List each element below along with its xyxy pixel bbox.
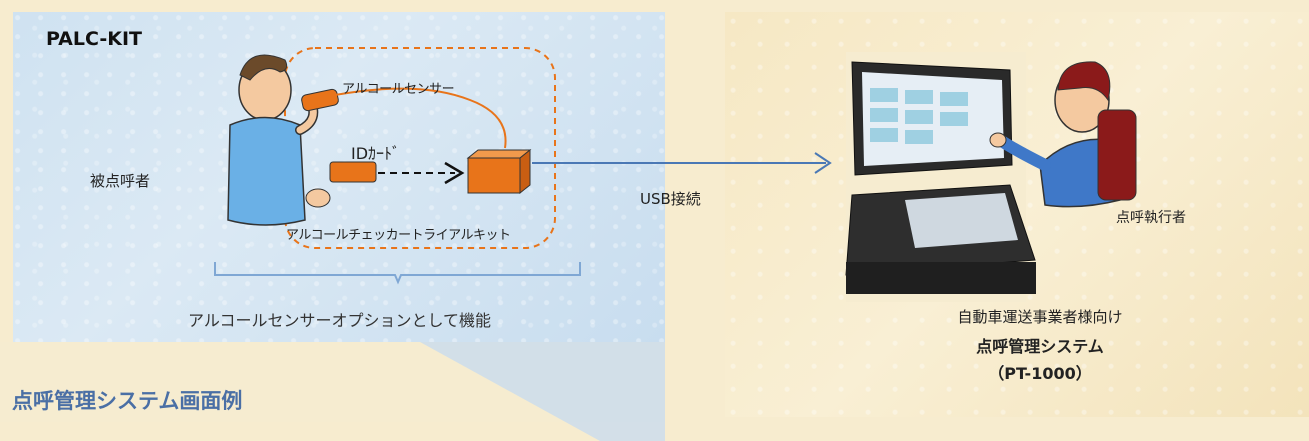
id-card-icon: [329, 161, 377, 183]
alcohol-sensor-icon: [301, 88, 339, 112]
reader-box-icon: [466, 148, 532, 195]
brand-title: PALC-KIT: [46, 28, 143, 50]
trial-kit-label: アルコールチェッカートライアルキット: [286, 228, 511, 243]
option-bracket: [214, 262, 581, 285]
operator-person-icon: [989, 61, 1137, 208]
callout-wedge: [420, 342, 665, 441]
option-function-label: アルコールセンサーオプションとして機能: [188, 311, 492, 330]
subject-person-icon: [227, 54, 331, 226]
pt1000-device-icon: [845, 52, 1036, 302]
system-model-label: （PT-1000）: [988, 364, 1092, 383]
screen-example-title: 点呼管理システム画面例: [12, 389, 243, 413]
subject-label: 被点呼者: [90, 172, 151, 190]
usb-connection-label: USB接続: [640, 190, 701, 208]
sensor-cable: [334, 87, 507, 149]
id-card-label: IDｶｰﾄﾞ: [351, 144, 401, 163]
system-target-label: 自動車運送事業者様向け: [957, 308, 1123, 326]
system-name-label: 点呼管理システム: [976, 337, 1104, 356]
alcohol-sensor-label: アルコールセンサー: [342, 82, 455, 97]
operator-label: 点呼執行者: [1116, 210, 1186, 226]
